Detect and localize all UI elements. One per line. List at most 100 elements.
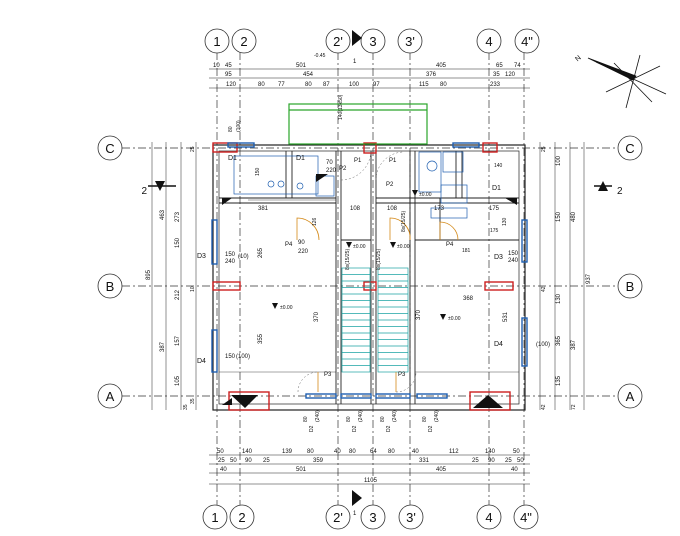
svg-text:80: 80 bbox=[422, 416, 428, 422]
svg-text:4": 4" bbox=[521, 34, 533, 49]
svg-text:87: 87 bbox=[323, 82, 330, 88]
svg-text:120: 120 bbox=[226, 82, 237, 88]
svg-text:80: 80 bbox=[307, 449, 314, 455]
svg-text:80: 80 bbox=[388, 449, 395, 455]
svg-text:140: 140 bbox=[242, 449, 253, 455]
door-tags: P1 P1 P2 P2 P3 P3 P4 P4 70 220 90 220 bbox=[285, 158, 454, 378]
svg-text:D3: D3 bbox=[197, 253, 206, 260]
svg-text:150: 150 bbox=[175, 237, 181, 248]
svg-text:P2: P2 bbox=[339, 166, 347, 172]
svg-text:220: 220 bbox=[298, 249, 309, 255]
svg-text:531: 531 bbox=[503, 311, 509, 322]
svg-text:4": 4" bbox=[520, 510, 532, 525]
svg-text:D1: D1 bbox=[296, 155, 305, 162]
svg-text:40: 40 bbox=[220, 467, 227, 473]
svg-text:(240): (240) bbox=[392, 410, 398, 422]
svg-text:-0.45: -0.45 bbox=[314, 53, 326, 59]
svg-text:95: 95 bbox=[225, 72, 232, 78]
svg-text:2: 2 bbox=[617, 186, 623, 197]
svg-text:454: 454 bbox=[303, 72, 314, 78]
stair-flights bbox=[341, 267, 409, 373]
svg-text:10: 10 bbox=[213, 63, 220, 69]
svg-text:895: 895 bbox=[146, 269, 152, 280]
svg-text:D2: D2 bbox=[309, 425, 315, 432]
bottom-dimensions: 50 140 139 80 40 80 64 80 40 112 140 50 … bbox=[217, 449, 524, 484]
svg-text:937: 937 bbox=[586, 273, 592, 284]
svg-text:A: A bbox=[106, 389, 115, 404]
svg-text:D2: D2 bbox=[428, 425, 434, 432]
svg-text:97: 97 bbox=[373, 82, 380, 88]
svg-text:74: 74 bbox=[514, 63, 521, 69]
column-fill bbox=[231, 395, 503, 408]
svg-text:273: 273 bbox=[175, 211, 181, 222]
svg-text:45: 45 bbox=[225, 63, 232, 69]
svg-text:1: 1 bbox=[211, 510, 218, 525]
svg-text:130: 130 bbox=[556, 293, 562, 304]
svg-text:70: 70 bbox=[326, 160, 333, 166]
svg-text:359: 359 bbox=[313, 458, 324, 464]
svg-text:±0.00: ±0.00 bbox=[353, 244, 366, 250]
grid-bubbles-bottom: 1 2 2' 3 3' 4 4" bbox=[202, 504, 539, 530]
svg-text:42: 42 bbox=[541, 404, 547, 410]
svg-text:3': 3' bbox=[405, 34, 415, 49]
svg-text:135: 135 bbox=[556, 375, 562, 386]
svg-text:2': 2' bbox=[333, 34, 343, 49]
svg-text:370: 370 bbox=[416, 309, 422, 320]
svg-text:240: 240 bbox=[508, 258, 519, 264]
svg-text:2: 2 bbox=[240, 34, 247, 49]
svg-text:480: 480 bbox=[571, 211, 577, 222]
svg-text:463: 463 bbox=[160, 209, 166, 220]
svg-text:8x(15/25): 8x(15/25) bbox=[401, 211, 407, 232]
svg-text:8x(15/25): 8x(15/25) bbox=[376, 249, 382, 270]
svg-text:P3: P3 bbox=[324, 372, 332, 378]
svg-text:140(13x50): 140(13x50) bbox=[338, 94, 344, 120]
svg-text:35: 35 bbox=[190, 398, 196, 404]
opening-labels: D1 D1 D3 D4 D1 D3 D4 80 (100) 150 150 24… bbox=[197, 120, 550, 365]
grid-bubbles-right: C B A bbox=[617, 135, 643, 409]
svg-text:10: 10 bbox=[190, 286, 196, 292]
svg-text:240: 240 bbox=[225, 259, 236, 265]
svg-text:65: 65 bbox=[496, 63, 503, 69]
interior-dimensions: 381 108 108 173 175 368 265 370 370 355 … bbox=[258, 163, 509, 344]
dimension-lines bbox=[151, 68, 585, 485]
svg-text:331: 331 bbox=[419, 458, 430, 464]
level-marks: ±0.00 ±0.00 ±0.00 ±0.00 ±0.00 bbox=[272, 190, 461, 322]
svg-text:501: 501 bbox=[296, 467, 307, 473]
right-dimensions: 937 480 387 100 150 130 365 135 25 42 42… bbox=[541, 146, 592, 410]
svg-text:105: 105 bbox=[175, 375, 181, 386]
svg-text:140: 140 bbox=[485, 449, 496, 455]
svg-text:42: 42 bbox=[541, 286, 547, 292]
svg-text:175: 175 bbox=[490, 228, 499, 234]
svg-text:150: 150 bbox=[556, 211, 562, 222]
svg-text:175: 175 bbox=[489, 206, 500, 212]
svg-text:N: N bbox=[574, 55, 582, 64]
svg-text:501: 501 bbox=[296, 63, 307, 69]
svg-text:64: 64 bbox=[370, 449, 377, 455]
svg-text:4: 4 bbox=[485, 510, 492, 525]
svg-text:265: 265 bbox=[258, 247, 264, 258]
svg-text:P1: P1 bbox=[389, 158, 397, 164]
svg-text:405: 405 bbox=[436, 467, 447, 473]
svg-text:P3: P3 bbox=[398, 372, 406, 378]
svg-text:(10): (10) bbox=[238, 254, 249, 260]
svg-text:90: 90 bbox=[245, 458, 252, 464]
svg-text:D1: D1 bbox=[228, 155, 237, 162]
svg-text:77: 77 bbox=[278, 82, 285, 88]
svg-text:(240): (240) bbox=[358, 410, 364, 422]
svg-text:220: 220 bbox=[326, 168, 337, 174]
interior-walls bbox=[219, 151, 519, 404]
svg-text:B: B bbox=[106, 279, 115, 294]
section-mark-left: 2 bbox=[141, 181, 176, 197]
svg-text:P2: P2 bbox=[386, 182, 394, 188]
svg-text:D4: D4 bbox=[494, 341, 503, 348]
svg-text:40: 40 bbox=[511, 467, 518, 473]
exterior-walls bbox=[212, 144, 526, 411]
svg-text:368: 368 bbox=[463, 296, 474, 302]
top-dimensions: 10 45 501 405 65 74 95 454 376 35 120 12… bbox=[213, 63, 521, 88]
svg-text:140: 140 bbox=[494, 163, 503, 169]
structural-columns bbox=[212, 142, 514, 411]
section-mark-top: -0.45 1 bbox=[314, 30, 362, 65]
svg-text:±0.00: ±0.00 bbox=[397, 244, 410, 250]
svg-text:±0.00: ±0.00 bbox=[280, 305, 293, 311]
svg-text:120: 120 bbox=[505, 72, 516, 78]
